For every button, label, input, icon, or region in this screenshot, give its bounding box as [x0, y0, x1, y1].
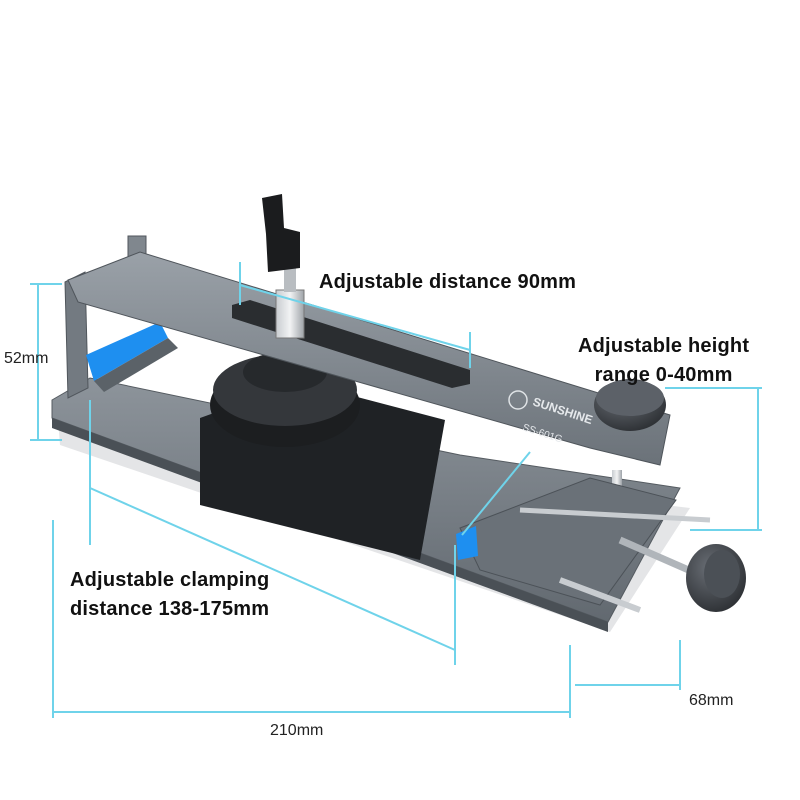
t-handle	[262, 194, 300, 272]
clamping-line2: distance 138-175mm	[70, 598, 270, 620]
adjustable-height-line1: Adjustable height	[578, 335, 750, 357]
width-dimension-label: 68mm	[689, 692, 734, 709]
brand-logo-icon	[508, 390, 528, 410]
clamp-knob-face	[704, 550, 740, 598]
length-dimension-label: 210mm	[270, 722, 324, 739]
right-clamp-block	[459, 477, 677, 606]
left-clamp-block	[94, 338, 178, 392]
clamp-screw	[618, 536, 702, 579]
clamping-line1: Adjustable clamping	[70, 569, 270, 591]
dimension-lines	[30, 262, 762, 718]
guide-rod-lower	[558, 577, 642, 613]
adjustable-height-line2: range 0-40mm	[594, 364, 733, 386]
left-blue-pad	[86, 322, 168, 381]
height-knob-top	[596, 380, 664, 416]
clamping-distance-label: Adjustable clamping distance 138-175mm	[70, 566, 269, 624]
adjustable-height-label: Adjustable height range 0-40mm	[578, 332, 749, 390]
center-screw	[275, 289, 305, 339]
adjustable-distance-label: Adjustable distance 90mm	[319, 271, 577, 293]
height-dimension-label: 52mm	[4, 350, 49, 367]
guide-rod-upper	[519, 507, 711, 523]
